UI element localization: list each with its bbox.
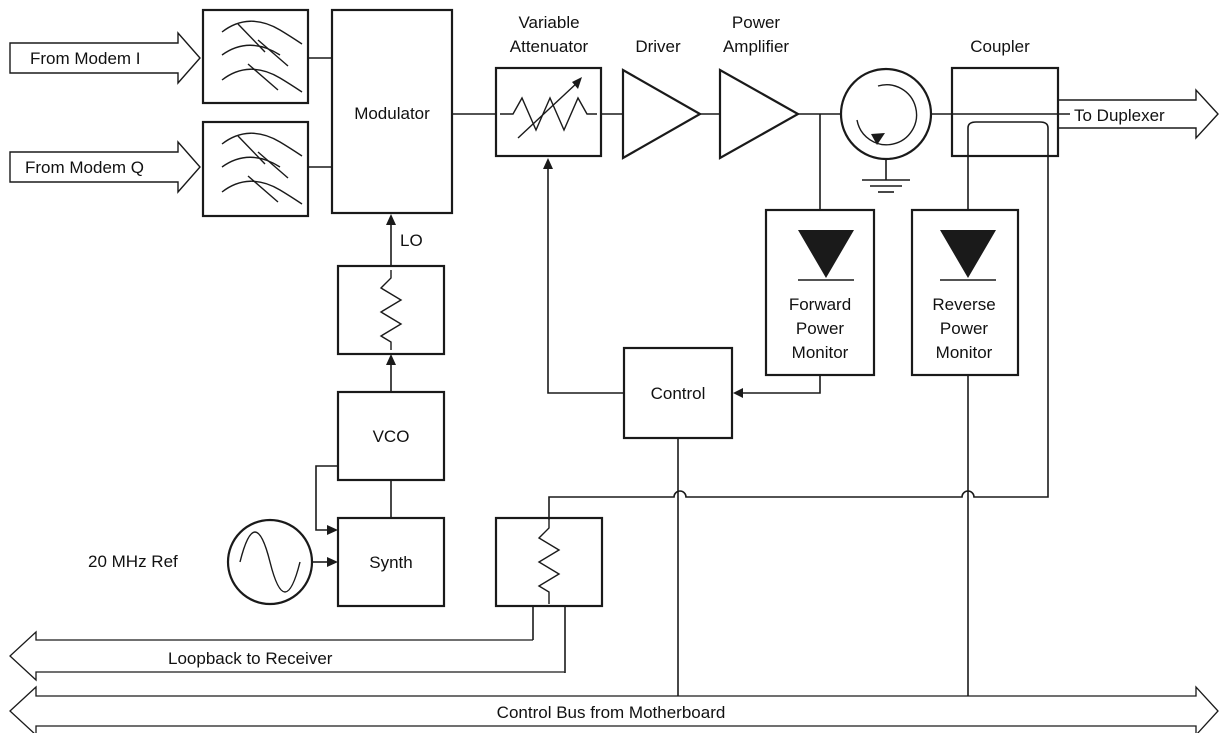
to-duplexer-arrow: To Duplexer <box>1058 88 1219 140</box>
from-modem-i-arrow: From Modem I <box>9 31 201 85</box>
lo-label: LO <box>400 231 423 250</box>
reverse-power-monitor-label-1: Reverse <box>932 295 995 314</box>
forward-power-monitor-label-2: Power <box>796 319 845 338</box>
forward-power-monitor-block: Forward Power Monitor <box>764 208 876 377</box>
reverse-power-monitor-label-3: Monitor <box>936 343 993 362</box>
driver-label: Driver <box>635 37 681 56</box>
control-label: Control <box>651 384 706 403</box>
variable-attenuator-block: Variable Attenuator <box>494 13 603 158</box>
from-modem-q-label: From Modem Q <box>25 158 144 177</box>
control-block: Control <box>622 346 734 440</box>
filter-i <box>201 8 310 105</box>
from-modem-q-arrow: From Modem Q <box>9 140 201 194</box>
driver-block: Driver <box>621 37 703 160</box>
circulator <box>839 67 933 193</box>
loopback-arrow: Loopback to Receiver <box>9 630 565 682</box>
modulator-label: Modulator <box>354 104 430 123</box>
lo-attenuator-pad <box>336 264 446 356</box>
filter-q <box>201 120 310 218</box>
power-amplifier-label-2: Amplifier <box>723 37 789 56</box>
variable-attenuator-label-2: Attenuator <box>510 37 589 56</box>
vco-block: VCO <box>336 390 446 482</box>
vco-label: VCO <box>373 427 410 446</box>
loopback-attenuator-pad <box>494 516 604 608</box>
coupler-block: Coupler <box>950 37 1070 158</box>
synth-label: Synth <box>369 553 412 572</box>
reverse-power-monitor-block: Reverse Power Monitor <box>910 208 1020 377</box>
modulator-block: Modulator <box>330 8 454 215</box>
reverse-power-monitor-label-2: Power <box>940 319 989 338</box>
power-amplifier-label-1: Power <box>732 13 781 32</box>
forward-power-monitor-label-3: Monitor <box>792 343 849 362</box>
reference-oscillator-label: 20 MHz Ref <box>88 552 178 571</box>
synth-block: Synth <box>336 516 446 608</box>
forward-power-monitor-label-1: Forward <box>789 295 851 314</box>
to-duplexer-label: To Duplexer <box>1074 106 1165 125</box>
power-amplifier-block: Power Amplifier <box>718 13 801 160</box>
reference-oscillator: 20 MHz Ref <box>88 518 314 606</box>
control-bus-arrow: Control Bus from Motherboard <box>9 685 1219 733</box>
coupler-label: Coupler <box>970 37 1030 56</box>
variable-attenuator-label-1: Variable <box>518 13 579 32</box>
loopback-label: Loopback to Receiver <box>168 649 333 668</box>
control-bus-label: Control Bus from Motherboard <box>497 703 726 722</box>
from-modem-i-label: From Modem I <box>30 49 141 68</box>
